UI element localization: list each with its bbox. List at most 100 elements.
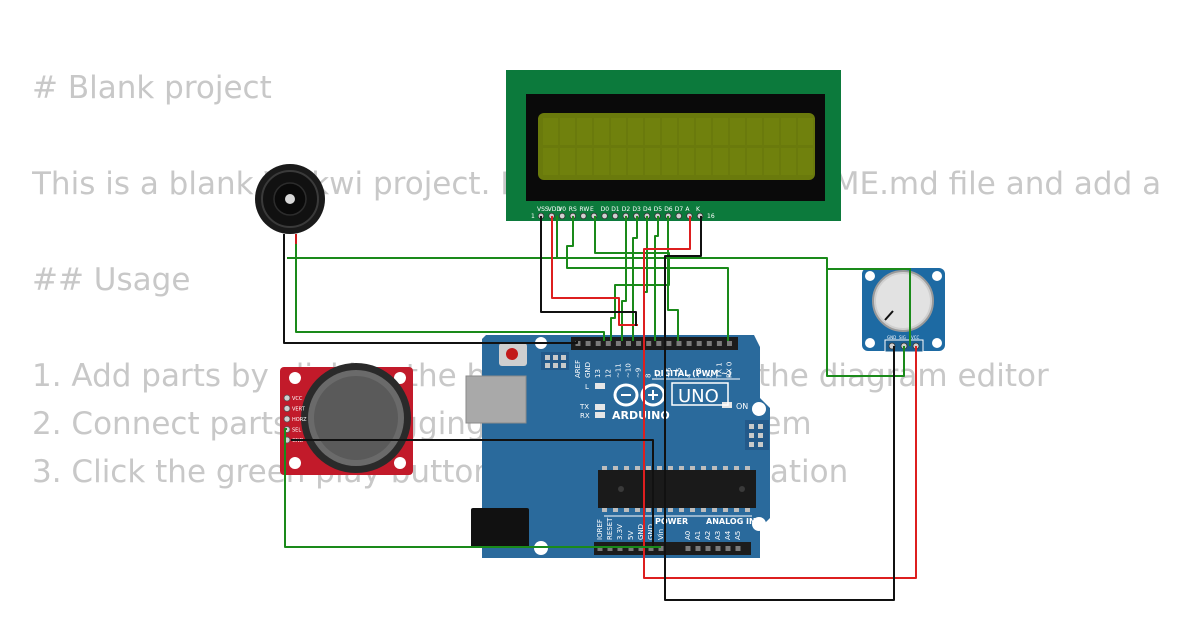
header-pin-bottom[interactable] (705, 546, 711, 551)
header-pin-bottom[interactable] (685, 546, 691, 551)
power-jack (471, 508, 529, 548)
header-pin-top[interactable] (575, 341, 581, 346)
lcd-pin-label-d5: D5 (654, 206, 663, 213)
led-label-rx: RX (580, 412, 590, 420)
lcd-pin-label-rs: RS (569, 206, 577, 213)
header-pin-bottom[interactable] (597, 546, 603, 551)
header-pin-bottom[interactable] (628, 546, 634, 551)
header-pin-bottom[interactable] (607, 546, 613, 551)
header-label-top: 7 (655, 374, 663, 378)
wire[interactable] (827, 268, 911, 346)
header-label-bottom: A5 (734, 531, 742, 540)
header-label-bottom: A0 (684, 531, 692, 540)
digital-header (571, 337, 738, 350)
header-pin-top[interactable] (595, 341, 601, 346)
lcd-pin-d7[interactable] (675, 212, 682, 220)
microcontroller-chip (598, 470, 756, 508)
wire[interactable] (283, 244, 578, 344)
header-label-bottom: A1 (694, 531, 702, 540)
lcd-pin-label-vdd: VDD (548, 206, 562, 213)
wire[interactable] (643, 216, 917, 579)
wire[interactable] (566, 216, 729, 341)
buzzer[interactable] (255, 164, 325, 244)
header-pin-bottom[interactable] (725, 546, 731, 551)
lcd-pin-label-a: A (685, 206, 690, 213)
lcd-pin-rw[interactable] (580, 212, 587, 220)
wire[interactable] (540, 216, 637, 326)
header-pin-top[interactable] (696, 341, 702, 346)
header-pin-bottom[interactable] (658, 546, 664, 551)
header-pin-top[interactable] (676, 341, 682, 346)
joystick-pin-label-sel: SEL (292, 428, 301, 434)
header-label-bottom: RESET (606, 517, 614, 540)
header-pin-bottom[interactable] (617, 546, 623, 551)
wire[interactable] (551, 216, 638, 326)
pot-pin-label-gnd: GND (887, 335, 896, 340)
header-label-bottom: A2 (704, 531, 712, 540)
header-label-top: ~9 (635, 368, 643, 378)
header-pin-top[interactable] (585, 341, 591, 346)
header-label-top: 4 (685, 373, 693, 378)
lcd-pin-label-v0: V0 (558, 206, 566, 213)
lcd-pin-label-vss: VSS (537, 206, 549, 213)
header-label-top: 12 (604, 369, 612, 378)
header-label-top: GND (584, 362, 592, 378)
lcd-pin-label-d0: D0 (601, 206, 610, 213)
header-label-top: ~10 (625, 363, 633, 378)
header-pin-top[interactable] (605, 341, 611, 346)
header-pin-top[interactable] (615, 341, 621, 346)
header-pin-bottom[interactable] (735, 546, 741, 551)
lcd-pin-label-d2: D2 (622, 206, 631, 213)
wire[interactable] (295, 244, 605, 341)
header-pin-top[interactable] (716, 341, 722, 346)
joystick-pin-vert[interactable] (283, 405, 291, 412)
header-pin-top[interactable] (686, 341, 692, 346)
header-label-top: ~5 (675, 368, 683, 378)
header-pin-top[interactable] (646, 341, 652, 346)
wire[interactable] (291, 439, 654, 546)
lcd-pin-d0[interactable] (601, 212, 608, 220)
header-pin-bottom[interactable] (695, 546, 701, 551)
lcd-pin-label-e: E (590, 206, 594, 213)
header-pin-bottom[interactable] (715, 546, 721, 551)
header-pin-top[interactable] (626, 341, 631, 346)
header-pin-top[interactable] (727, 341, 732, 346)
header-label-bottom: 5V (627, 531, 635, 540)
wire[interactable] (667, 216, 679, 341)
power-label: POWER (655, 517, 688, 526)
header-pin-top[interactable] (636, 341, 642, 346)
wire[interactable] (632, 216, 638, 341)
joystick-pin-label-vert: VERT (292, 407, 306, 413)
header-label-top: ~11 (614, 363, 622, 378)
lcd-pin-d1[interactable] (612, 212, 619, 220)
header-label-bottom: GND (647, 524, 655, 540)
wire[interactable] (621, 216, 627, 341)
arduino-brand: ARDUINO (612, 409, 670, 422)
header-label-top: 8 (645, 374, 653, 378)
readme-title: # Blank project (32, 70, 272, 106)
header-pin-top[interactable] (706, 341, 712, 346)
header-pin-top[interactable] (666, 341, 672, 346)
wire[interactable] (556, 216, 565, 259)
wire[interactable] (654, 216, 659, 341)
header-pin-top[interactable] (656, 341, 662, 346)
header-pin-bottom[interactable] (648, 546, 654, 551)
usb-port (465, 375, 527, 424)
lcd-pin-v0[interactable] (559, 212, 566, 220)
joystick-pin-horz[interactable] (283, 415, 291, 423)
wire[interactable] (284, 428, 661, 548)
wire[interactable] (664, 216, 895, 601)
arduino-uno[interactable]: L TX RX ON ARDUINO UNO DIGITAL (PWM ~) P… (465, 335, 770, 558)
joystick-pin-vcc[interactable] (283, 394, 291, 402)
wire[interactable] (594, 216, 670, 341)
header-label-top: AREF (574, 360, 582, 378)
pot-pin-label-vcc: VCC (911, 335, 920, 340)
lcd-pin-label-rw: RW (579, 206, 589, 213)
lcd-pin-label-d6: D6 (664, 206, 673, 213)
header-pin-bottom[interactable] (638, 546, 644, 551)
analog-label: ANALOG IN (706, 517, 756, 526)
